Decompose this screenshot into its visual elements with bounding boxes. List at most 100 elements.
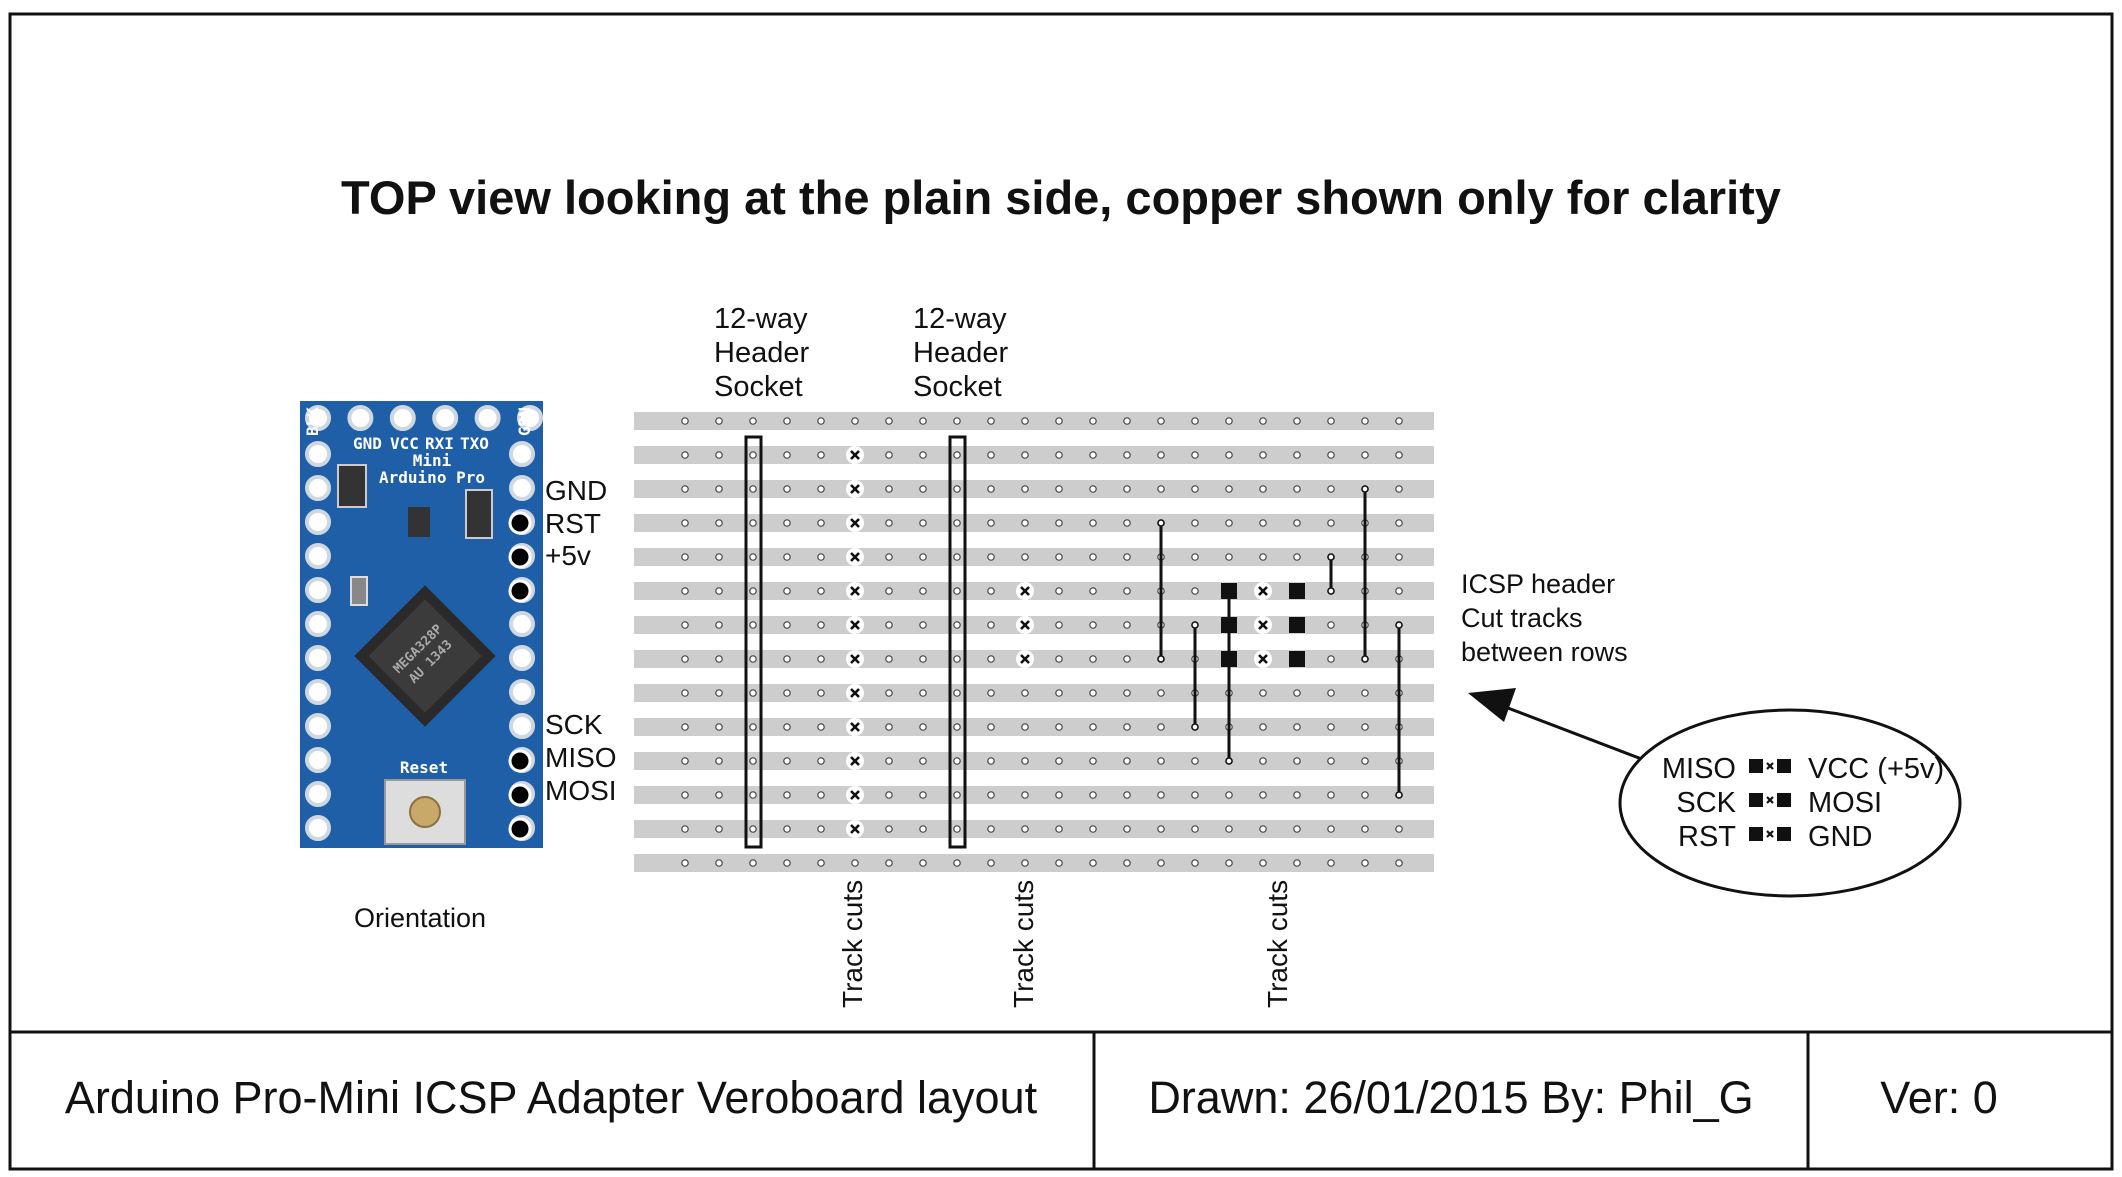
hole bbox=[817, 553, 825, 561]
hole bbox=[1327, 689, 1335, 697]
hole bbox=[1259, 791, 1267, 799]
hole bbox=[1055, 417, 1063, 425]
hole bbox=[919, 485, 927, 493]
track-cut-mark bbox=[850, 790, 860, 800]
side-pin bbox=[509, 645, 535, 671]
hole bbox=[953, 621, 961, 629]
side-pin bbox=[509, 441, 535, 467]
hole bbox=[1259, 723, 1267, 731]
icsp-pin bbox=[1289, 583, 1305, 599]
hole bbox=[1089, 791, 1097, 799]
hole bbox=[1395, 451, 1403, 459]
track-cut-mark bbox=[850, 586, 860, 596]
hole bbox=[885, 655, 893, 663]
veroboard bbox=[634, 412, 1434, 872]
hole bbox=[1157, 825, 1165, 833]
hole bbox=[1361, 689, 1369, 697]
hole bbox=[1055, 825, 1063, 833]
hole bbox=[987, 825, 995, 833]
hole bbox=[817, 451, 825, 459]
hole bbox=[1123, 519, 1131, 527]
hole bbox=[953, 655, 961, 663]
svg-text:VCC (+5v): VCC (+5v) bbox=[1808, 753, 1944, 785]
board-top-silk: BLK GND VCC RXI TXO GRN bbox=[303, 407, 534, 453]
link-end bbox=[1157, 519, 1165, 527]
track-cuts-label-3: Track cuts bbox=[1262, 880, 1293, 1008]
hole bbox=[1157, 689, 1165, 697]
copper-track bbox=[634, 412, 1434, 430]
hole bbox=[1021, 689, 1029, 697]
hole bbox=[1327, 791, 1335, 799]
link-end bbox=[1395, 791, 1403, 799]
hole bbox=[1293, 859, 1301, 867]
title-block-version: Ver: 0 bbox=[1880, 1072, 1998, 1123]
hole bbox=[1055, 451, 1063, 459]
hole bbox=[783, 791, 791, 799]
hole bbox=[953, 587, 961, 595]
icsp-source-pin bbox=[508, 545, 532, 569]
hole bbox=[715, 587, 723, 595]
hole bbox=[1191, 451, 1199, 459]
hole bbox=[681, 825, 689, 833]
hole bbox=[1123, 417, 1131, 425]
side-pin bbox=[509, 475, 535, 501]
track-cut-mark bbox=[850, 484, 860, 494]
hole bbox=[1021, 451, 1029, 459]
hole bbox=[1327, 825, 1335, 833]
svg-text:between rows: between rows bbox=[1461, 637, 1628, 667]
hole bbox=[715, 757, 723, 765]
link-end bbox=[1327, 587, 1335, 595]
hole bbox=[1055, 519, 1063, 527]
hole bbox=[1055, 553, 1063, 561]
link-end bbox=[1157, 655, 1165, 663]
hole bbox=[817, 757, 825, 765]
hole bbox=[1055, 621, 1063, 629]
hole bbox=[919, 451, 927, 459]
label-5v: +5v bbox=[545, 540, 591, 571]
hole bbox=[1021, 417, 1029, 425]
copper-track bbox=[634, 820, 1434, 838]
side-pin bbox=[305, 509, 331, 535]
hole bbox=[715, 655, 723, 663]
hole bbox=[1327, 655, 1335, 663]
hole bbox=[953, 451, 961, 459]
side-pin bbox=[305, 441, 331, 467]
hole bbox=[953, 723, 961, 731]
hole bbox=[1293, 825, 1301, 833]
hole bbox=[817, 791, 825, 799]
hole bbox=[1055, 655, 1063, 663]
hole bbox=[1293, 417, 1301, 425]
hole bbox=[817, 655, 825, 663]
hole bbox=[851, 417, 859, 425]
label-miso: MISO bbox=[545, 742, 617, 773]
hole bbox=[783, 621, 791, 629]
icsp-header-pins bbox=[1221, 583, 1305, 667]
svg-text:12-way: 12-way bbox=[913, 303, 1007, 335]
bubble-cut bbox=[1766, 796, 1774, 804]
hole bbox=[1089, 859, 1097, 867]
hole bbox=[1123, 757, 1131, 765]
hole bbox=[919, 723, 927, 731]
hole bbox=[919, 519, 927, 527]
svg-text:Header: Header bbox=[913, 337, 1008, 369]
hole bbox=[953, 417, 961, 425]
hole bbox=[987, 553, 995, 561]
pointer-arrow bbox=[1468, 688, 1653, 765]
hole bbox=[1259, 689, 1267, 697]
title-block-name: Arduino Pro-Mini ICSP Adapter Veroboard … bbox=[65, 1072, 1038, 1123]
hole bbox=[1293, 791, 1301, 799]
track-cut-mark bbox=[850, 688, 860, 698]
hole bbox=[1157, 859, 1165, 867]
svg-text:GND: GND bbox=[1808, 821, 1872, 853]
hole bbox=[1089, 587, 1097, 595]
bubble-cut bbox=[1766, 762, 1774, 770]
hole bbox=[1157, 485, 1165, 493]
hole bbox=[749, 757, 757, 765]
hole bbox=[817, 519, 825, 527]
hole bbox=[1327, 859, 1335, 867]
hole bbox=[987, 519, 995, 527]
atmega-chip: MEGA328P AU 1343 bbox=[354, 585, 496, 727]
led-component bbox=[408, 507, 430, 537]
hole bbox=[1259, 859, 1267, 867]
hole bbox=[715, 723, 723, 731]
